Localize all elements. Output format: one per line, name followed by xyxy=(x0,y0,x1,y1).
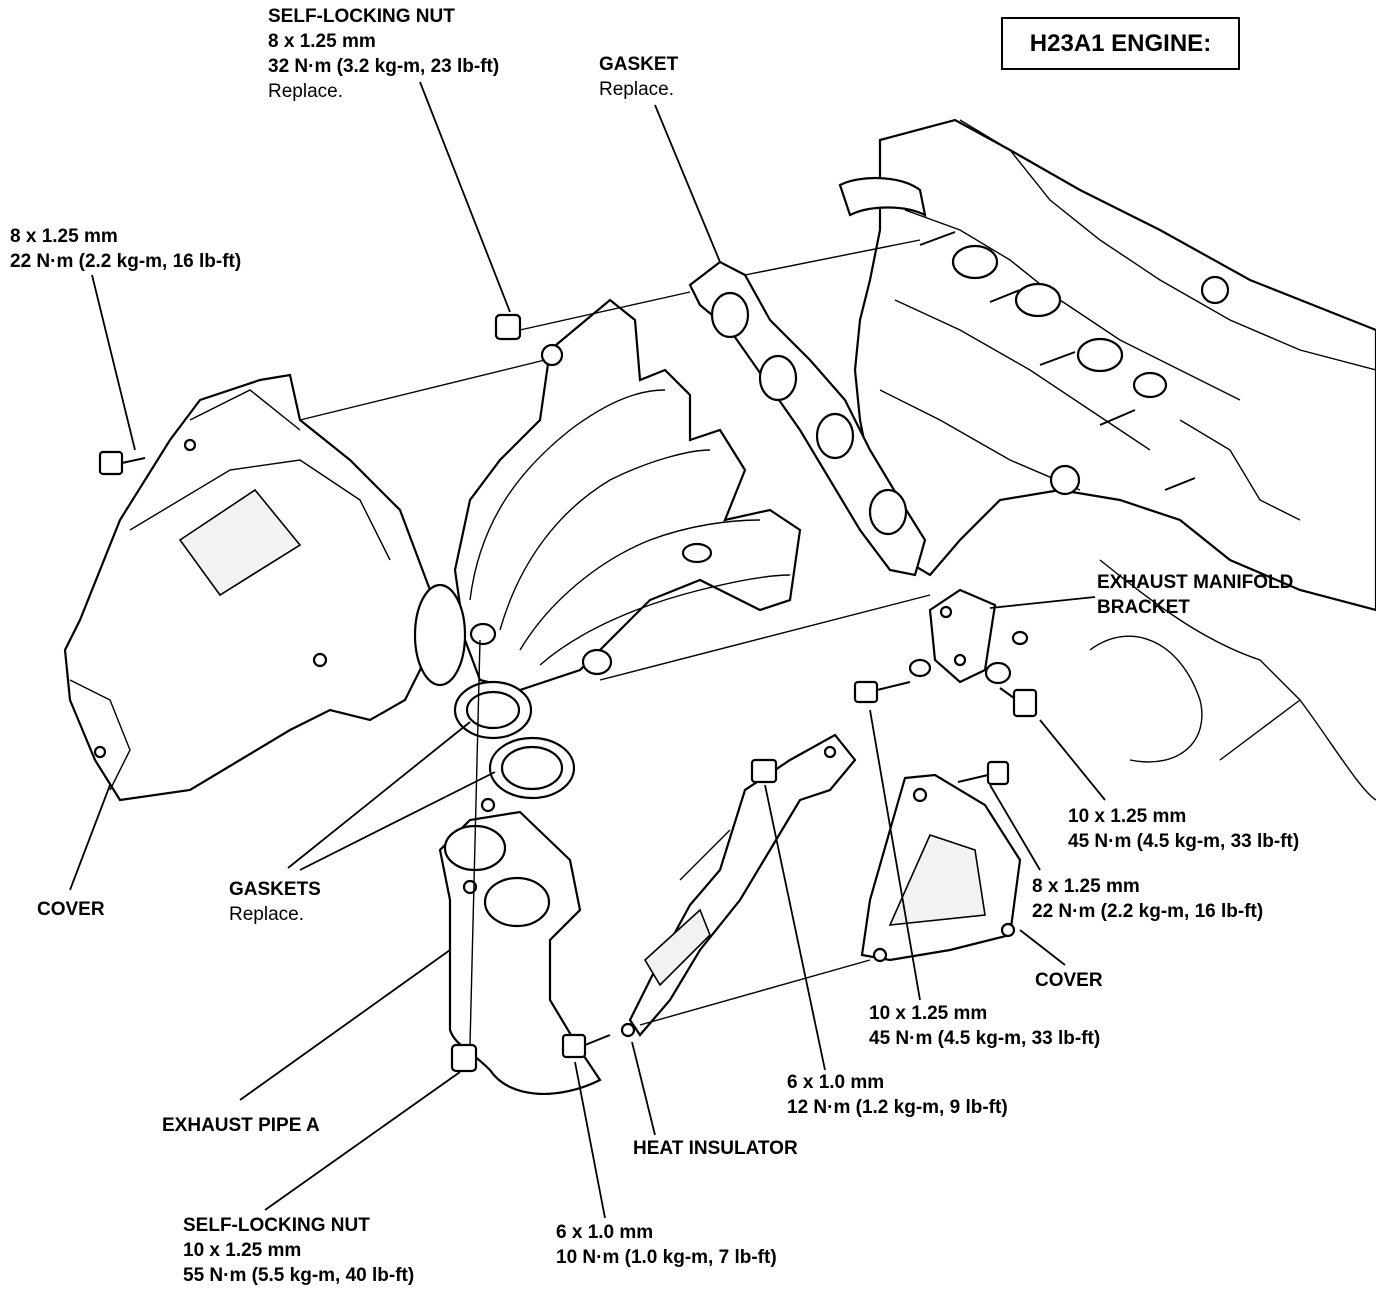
heat-insulator xyxy=(620,733,857,1038)
spec-torque: 12 N·m (1.2 kg-m, 9 lb-ft) xyxy=(787,1097,1008,1118)
label-bolt-insulator-bottom: 6 x 1.0 mm 10 N·m (1.0 kg-m, 7 lb-ft) xyxy=(556,1220,777,1270)
bolt-cover-right xyxy=(957,760,1010,786)
leader-lines xyxy=(69,81,1106,1219)
spec-torque: 22 N·m (2.2 kg-m, 16 lb-ft) xyxy=(10,251,242,272)
note: Replace. xyxy=(229,904,304,925)
part-name: GASKET xyxy=(599,54,679,75)
bolt-bracket-right xyxy=(999,687,1038,718)
spec-torque: 10 N·m (1.0 kg-m, 7 lb-ft) xyxy=(556,1247,777,1268)
engine-title: H23A1 ENGINE: xyxy=(1001,17,1240,70)
label-bolt-left: 8 x 1.25 mm 22 N·m (2.2 kg-m, 16 lb-ft) xyxy=(10,224,241,274)
spec-size: 10 x 1.25 mm xyxy=(1068,806,1187,827)
label-heat-insulator: HEAT INSULATOR xyxy=(633,1136,798,1161)
label-self-locking-nut-bottom: SELF-LOCKING NUT 10 x 1.25 mm 55 N·m (5.… xyxy=(183,1213,414,1288)
spec-size: 8 x 1.25 mm xyxy=(10,226,118,247)
bolt-bracket-left xyxy=(853,680,911,704)
label-bolt-cover-right: 8 x 1.25 mm 22 N·m (2.2 kg-m, 16 lb-ft) xyxy=(1032,874,1263,924)
label-gaskets: GASKETS Replace. xyxy=(229,877,321,927)
spec-size: 6 x 1.0 mm xyxy=(787,1072,885,1093)
spec-size: 6 x 1.0 mm xyxy=(556,1222,654,1243)
label-bolt-lower-bracket: 10 x 1.25 mm 45 N·m (4.5 kg-m, 33 lb-ft) xyxy=(869,1001,1100,1051)
nut-top xyxy=(494,313,522,341)
note: Replace. xyxy=(599,79,674,100)
part-name-line1: EXHAUST MANIFOLD xyxy=(1097,572,1294,593)
label-bolt-insulator-top: 6 x 1.0 mm 12 N·m (1.2 kg-m, 9 lb-ft) xyxy=(787,1070,1008,1120)
note: Replace. xyxy=(268,81,343,102)
label-exhaust-manifold-bracket: EXHAUST MANIFOLD BRACKET xyxy=(1097,570,1293,620)
spec-torque: 45 N·m (4.5 kg-m, 33 lb-ft) xyxy=(1068,831,1300,852)
bolt-insulator-bottom xyxy=(561,1033,611,1059)
label-gasket-top: GASKET Replace. xyxy=(599,52,678,102)
spec-torque: 32 N·m (3.2 kg-m, 23 lb-ft) xyxy=(268,56,500,77)
label-self-locking-nut-top: SELF-LOCKING NUT 8 x 1.25 mm 32 N·m (3.2… xyxy=(268,4,499,104)
left-cover xyxy=(63,373,467,802)
part-name-line2: BRACKET xyxy=(1097,597,1190,618)
ring-gaskets xyxy=(453,680,576,800)
spec-torque: 55 N·m (5.5 kg-m, 40 lb-ft) xyxy=(183,1265,415,1286)
part-name: EXHAUST PIPE A xyxy=(162,1115,320,1136)
part-name: SELF-LOCKING NUT xyxy=(268,6,455,27)
nut-bottom xyxy=(450,1043,478,1073)
label-cover-right: COVER xyxy=(1035,968,1103,993)
bolt-left-cover xyxy=(98,450,146,476)
manifold-gasket xyxy=(688,260,927,577)
part-name: SELF-LOCKING NUT xyxy=(183,1215,370,1236)
part-name: COVER xyxy=(37,899,105,920)
spec-size: 10 x 1.25 mm xyxy=(183,1240,302,1261)
manifold-bracket xyxy=(908,588,1029,685)
exhaust-manifold xyxy=(453,298,802,692)
spec-size: 10 x 1.25 mm xyxy=(869,1003,988,1024)
fasteners xyxy=(98,313,1038,1073)
spec-size: 8 x 1.25 mm xyxy=(1032,876,1140,897)
label-bolt-bracket: 10 x 1.25 mm 45 N·m (4.5 kg-m, 33 lb-ft) xyxy=(1068,804,1299,854)
right-cover xyxy=(860,773,1022,963)
part-name: COVER xyxy=(1035,970,1103,991)
part-name: GASKETS xyxy=(229,879,321,900)
spec-size: 8 x 1.25 mm xyxy=(268,31,376,52)
bolt-insulator-top xyxy=(750,758,778,784)
engine-block xyxy=(838,118,1376,801)
spec-torque: 22 N·m (2.2 kg-m, 16 lb-ft) xyxy=(1032,901,1264,922)
spec-torque: 45 N·m (4.5 kg-m, 33 lb-ft) xyxy=(869,1028,1101,1049)
label-exhaust-pipe-a: EXHAUST PIPE A xyxy=(162,1113,320,1138)
label-cover-left: COVER xyxy=(37,897,105,922)
part-name: HEAT INSULATOR xyxy=(633,1138,798,1159)
